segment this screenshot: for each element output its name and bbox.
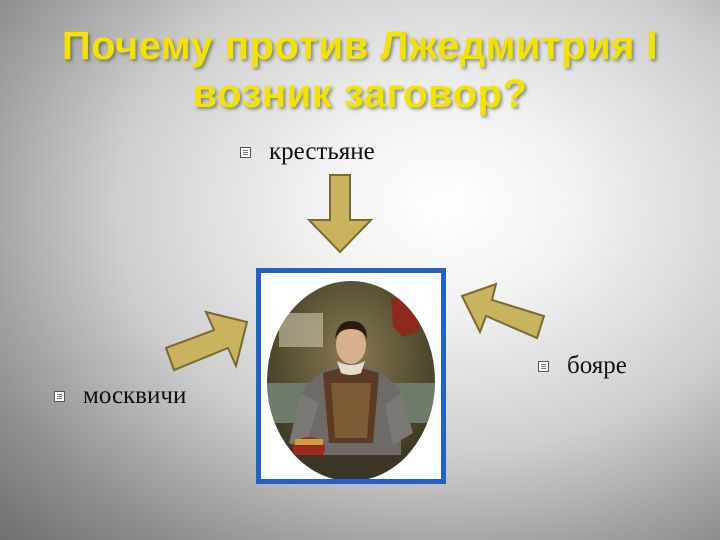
false-dmitry-portrait [267,281,435,479]
bullet-marker-icon [240,146,251,158]
bullet-moscow: москвичи [54,382,186,410]
title-line-1: Почему против Лжедмитрия I [61,24,659,68]
bullet-marker-icon [54,390,65,402]
title-line-2: возник заговор? [192,72,528,116]
up-right-arrow-icon [164,310,249,372]
bullet-marker-icon [538,360,549,372]
up-left-arrow-icon [460,282,546,340]
down-arrow-icon [306,174,374,254]
slide-title: Почему против Лжедмитрия I возник загово… [0,22,720,118]
portrait-frame [256,268,446,484]
bullet-peasants: крестьяне [240,138,375,166]
bullet-boyars: бояре [538,352,627,380]
bullet-moscow-label: москвичи [83,382,187,409]
bullet-boyars-label: бояре [567,352,627,379]
bullet-peasants-label: крестьяне [269,138,375,165]
